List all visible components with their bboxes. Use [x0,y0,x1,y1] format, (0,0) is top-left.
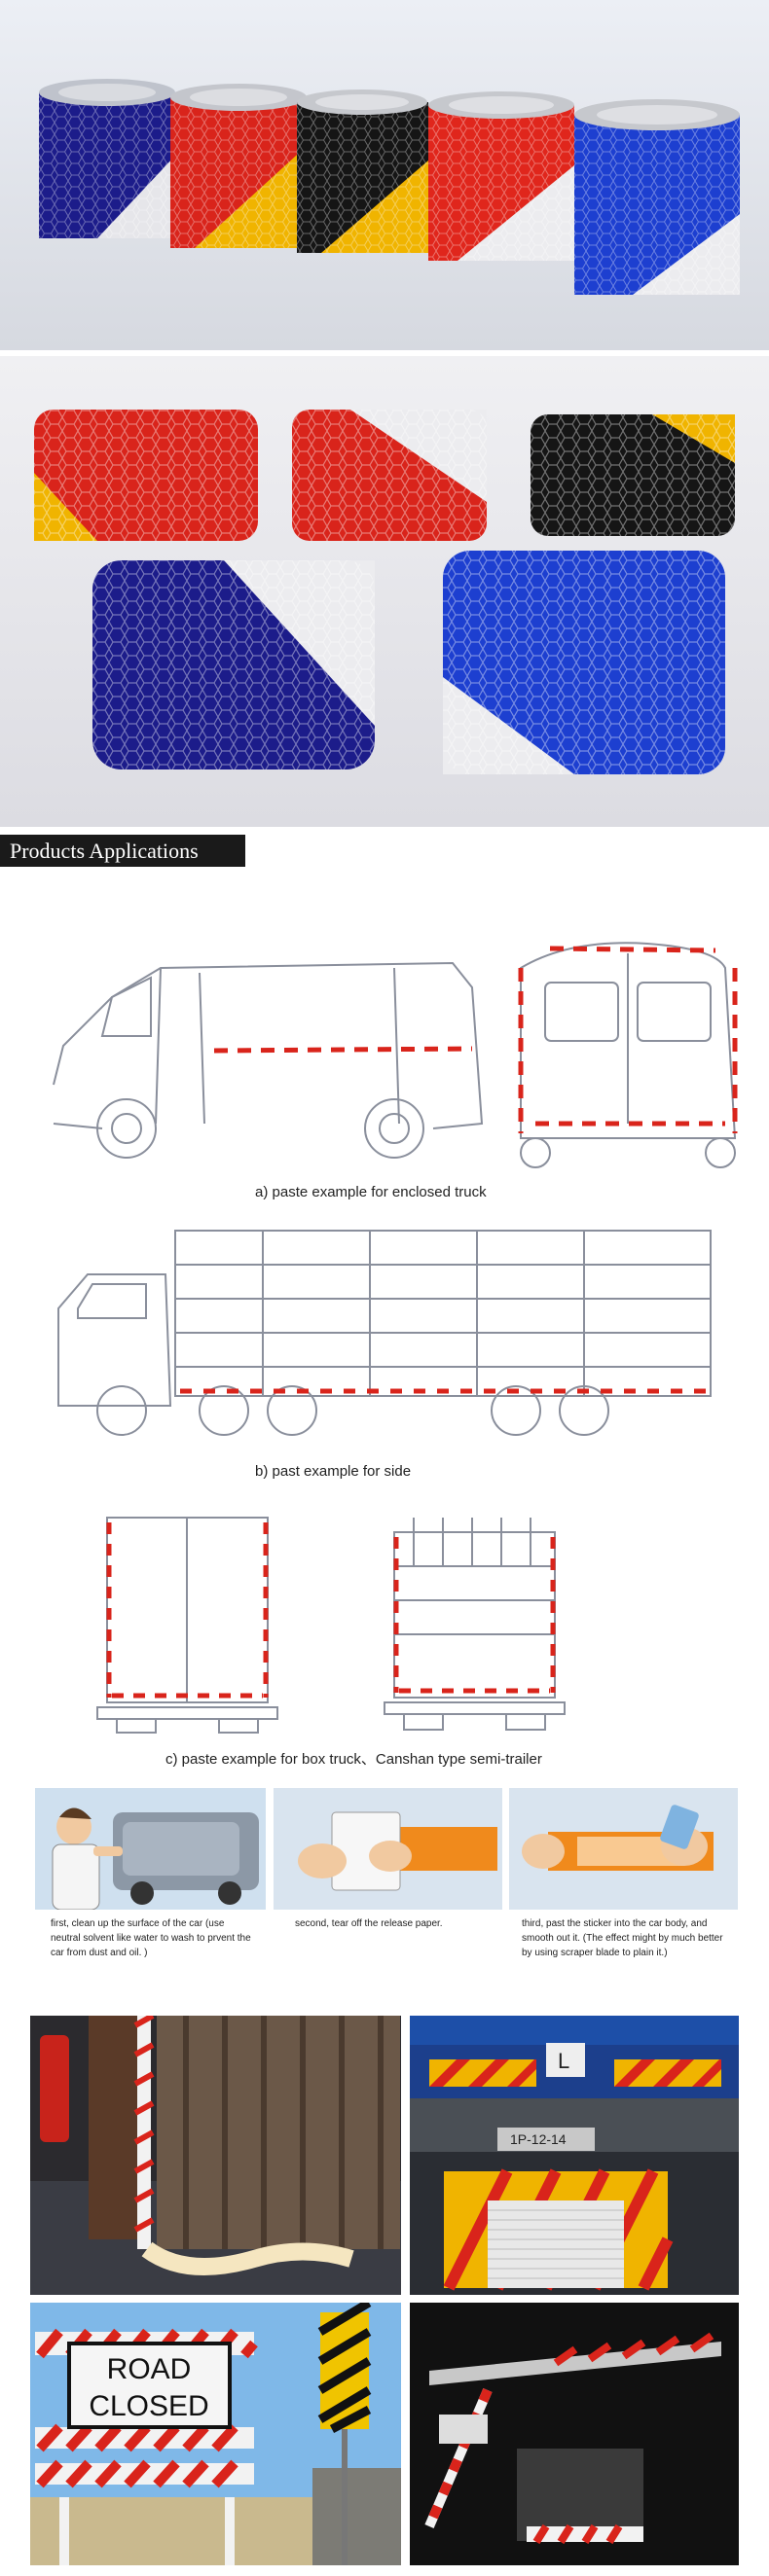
diagram-side-truck [49,1221,720,1440]
tape-roll-black-yellow-closeup [531,414,735,536]
product-photo-rolls-closeup [0,356,769,827]
caption-a: a) paste example for enclosed truck [255,1184,487,1200]
caption-b: b) past example for side [255,1463,412,1480]
tape-roll-navy-white-closeup [92,560,375,769]
photo-night-utility-truck [410,2303,739,2565]
tape-roll-navy-white [39,79,175,238]
tape-roll-blue-white-closeup [443,551,725,774]
step-3-text: third, past the sticker into the car bod… [522,1918,723,1958]
step-photo-release-paper [274,1788,502,1910]
tape-roll-black-yellow [297,89,428,253]
tape-roll-red-yellow-closeup [34,410,258,541]
truck-mark-text: L [558,2049,569,2073]
license-plate-text: 1P-12-14 [510,2131,567,2147]
photo-road-closed-sign: ROAD CLOSED [30,2303,401,2565]
product-photo-rolls-row [0,0,769,350]
caption-c: c) paste example for box truck、Canshan t… [165,1751,542,1768]
tape-roll-red-white-closeup [292,410,487,541]
diagram-box-truck-semi-trailer [92,1513,579,1736]
road-sign-line2: CLOSED [89,2390,208,2422]
photo-door-frame-tape [30,2016,401,2295]
step-photo-paste-sticker [509,1788,738,1910]
step-1-text: first, clean up the surface of the car (… [51,1918,251,1958]
step-2-text: second, tear off the release paper. [295,1918,443,1929]
photo-truck-rear-chevrons: L 1P-12-14 [410,2016,739,2295]
step-photo-clean [35,1788,266,1910]
section-title: Products Applications [0,835,245,867]
tape-roll-red-white [428,91,574,261]
road-sign-line1: ROAD [107,2353,192,2385]
tape-roll-red-yellow [170,84,307,248]
tape-roll-blue-white [574,99,740,295]
diagram-enclosed-truck [44,929,745,1172]
